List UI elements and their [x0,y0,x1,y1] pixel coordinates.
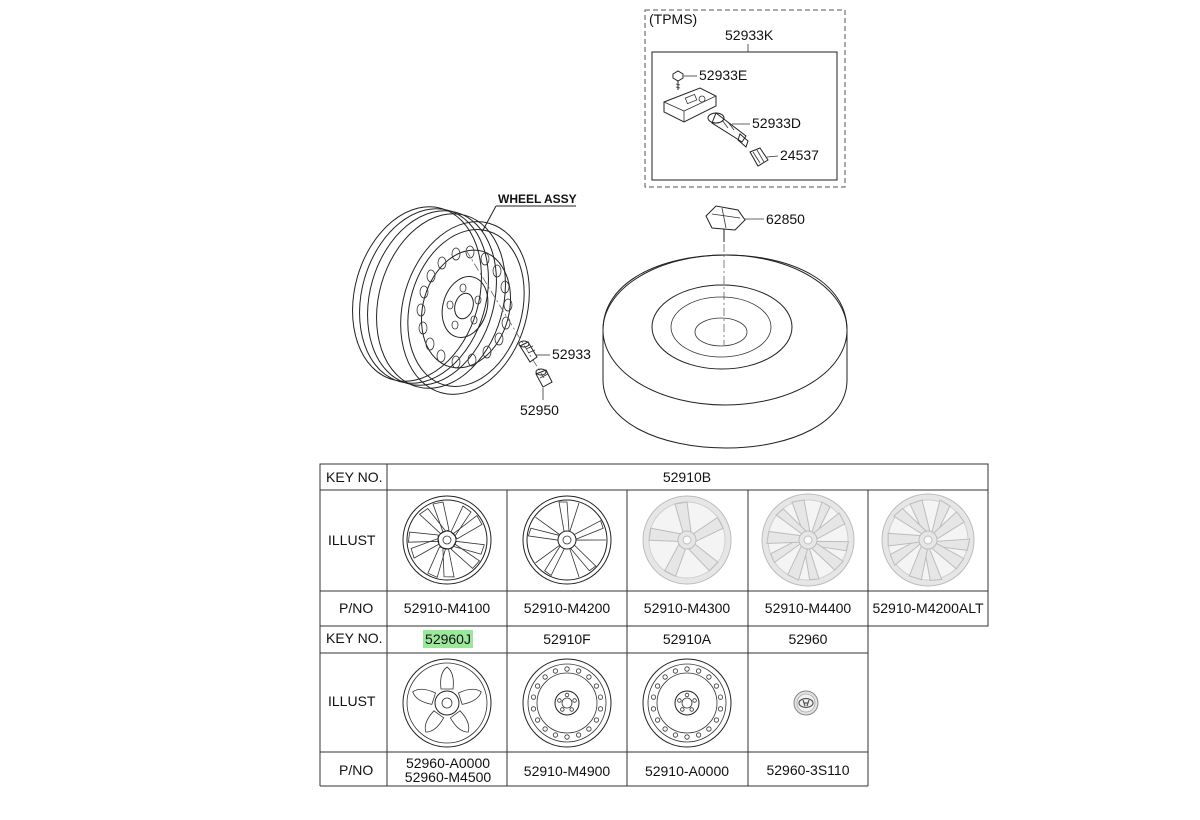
cap-callout: 24537 [780,147,819,163]
cap-leader [766,155,779,158]
wheel-illust-center-cap [793,690,819,716]
tpms-kit-callout: 52933K [725,27,774,43]
tpms-kit-group: (TPMS) 52933K 52933E 5 [644,9,846,188]
wheel-illust-m4400 [761,493,855,587]
tpms-group-label: (TPMS) [649,11,697,27]
part-number-52910-M4300: 52910-M4300 [644,600,731,616]
screw-callout: 52933E [699,67,747,83]
tpms-valve-icon [707,112,749,148]
pno-header-1: P/NO [339,600,373,616]
tpms-kit-frame [651,51,838,181]
tpms-dashed-frame [644,9,846,188]
row2-key-no-52910F: 52910F [543,631,590,647]
wheel-illust-m4100 [402,495,492,585]
part-number-52960-3S110: 52960-3S110 [766,762,849,778]
lug-nut-icon [535,368,553,388]
part-number-52960-M4500: 52960-M4500 [405,769,492,785]
row1-key-no: 52910B [663,469,711,485]
wheel-illust-a0000 [642,658,732,748]
valve-stem-callout: 52933 [552,346,591,362]
tpms-cap-icon [749,147,769,167]
valve-stem-icon [518,340,538,363]
wheel-illust-m4200 [522,495,612,585]
wheel-illust-m4900 [522,658,612,748]
parts-table: KEY NO. ILLUST P/NO KEY NO. ILLUST P/NO … [319,463,989,787]
spare-bolt-icon [705,205,746,242]
part-number-52910-A0000: 52910-A0000 [645,763,729,779]
spare-tire-icon [602,254,848,449]
wheel-illust-52960j [402,658,492,748]
part-number-52910-M4400: 52910-M4400 [765,600,852,616]
valve-axis-line [465,249,545,379]
valve-callout: 52933D [752,115,801,131]
row2-key-no-52960J[interactable]: 52960J [425,631,471,647]
nut-callout: 52950 [520,402,559,418]
row2-key-no-52960: 52960 [789,631,828,647]
illust-header-2: ILLUST [328,693,376,709]
part-number-52910-M4900: 52910-M4900 [524,763,611,779]
pno-header-2: P/NO [339,762,373,778]
spare-bolt-callout: 62850 [766,211,805,227]
tpms-sensor-icon [663,87,717,123]
illust-header-1: ILLUST [328,532,376,548]
key-no-header-1: KEY NO. [326,469,383,485]
wheel-illust-m4300 [642,495,732,585]
key-highlight-52960J [423,630,473,648]
part-number-52910-M4200ALT: 52910-M4200ALT [872,600,983,616]
part-number-52960-A0000: 52960-A0000 [406,755,490,771]
tpms-screw-icon [672,70,684,90]
part-number-52910-M4100: 52910-M4100 [404,600,491,616]
part-number-52910-M4200: 52910-M4200 [524,600,611,616]
wheel-assy-label: WHEEL ASSY [498,192,577,206]
wheel-assy-leader [481,205,497,233]
row2-key-no-52910A: 52910A [663,631,712,647]
table-row1-frame [319,463,989,627]
key-no-header-2: KEY NO. [326,630,383,646]
steel-wheel-icon [352,206,530,395]
wheel-illust-m4200alt [881,493,975,587]
